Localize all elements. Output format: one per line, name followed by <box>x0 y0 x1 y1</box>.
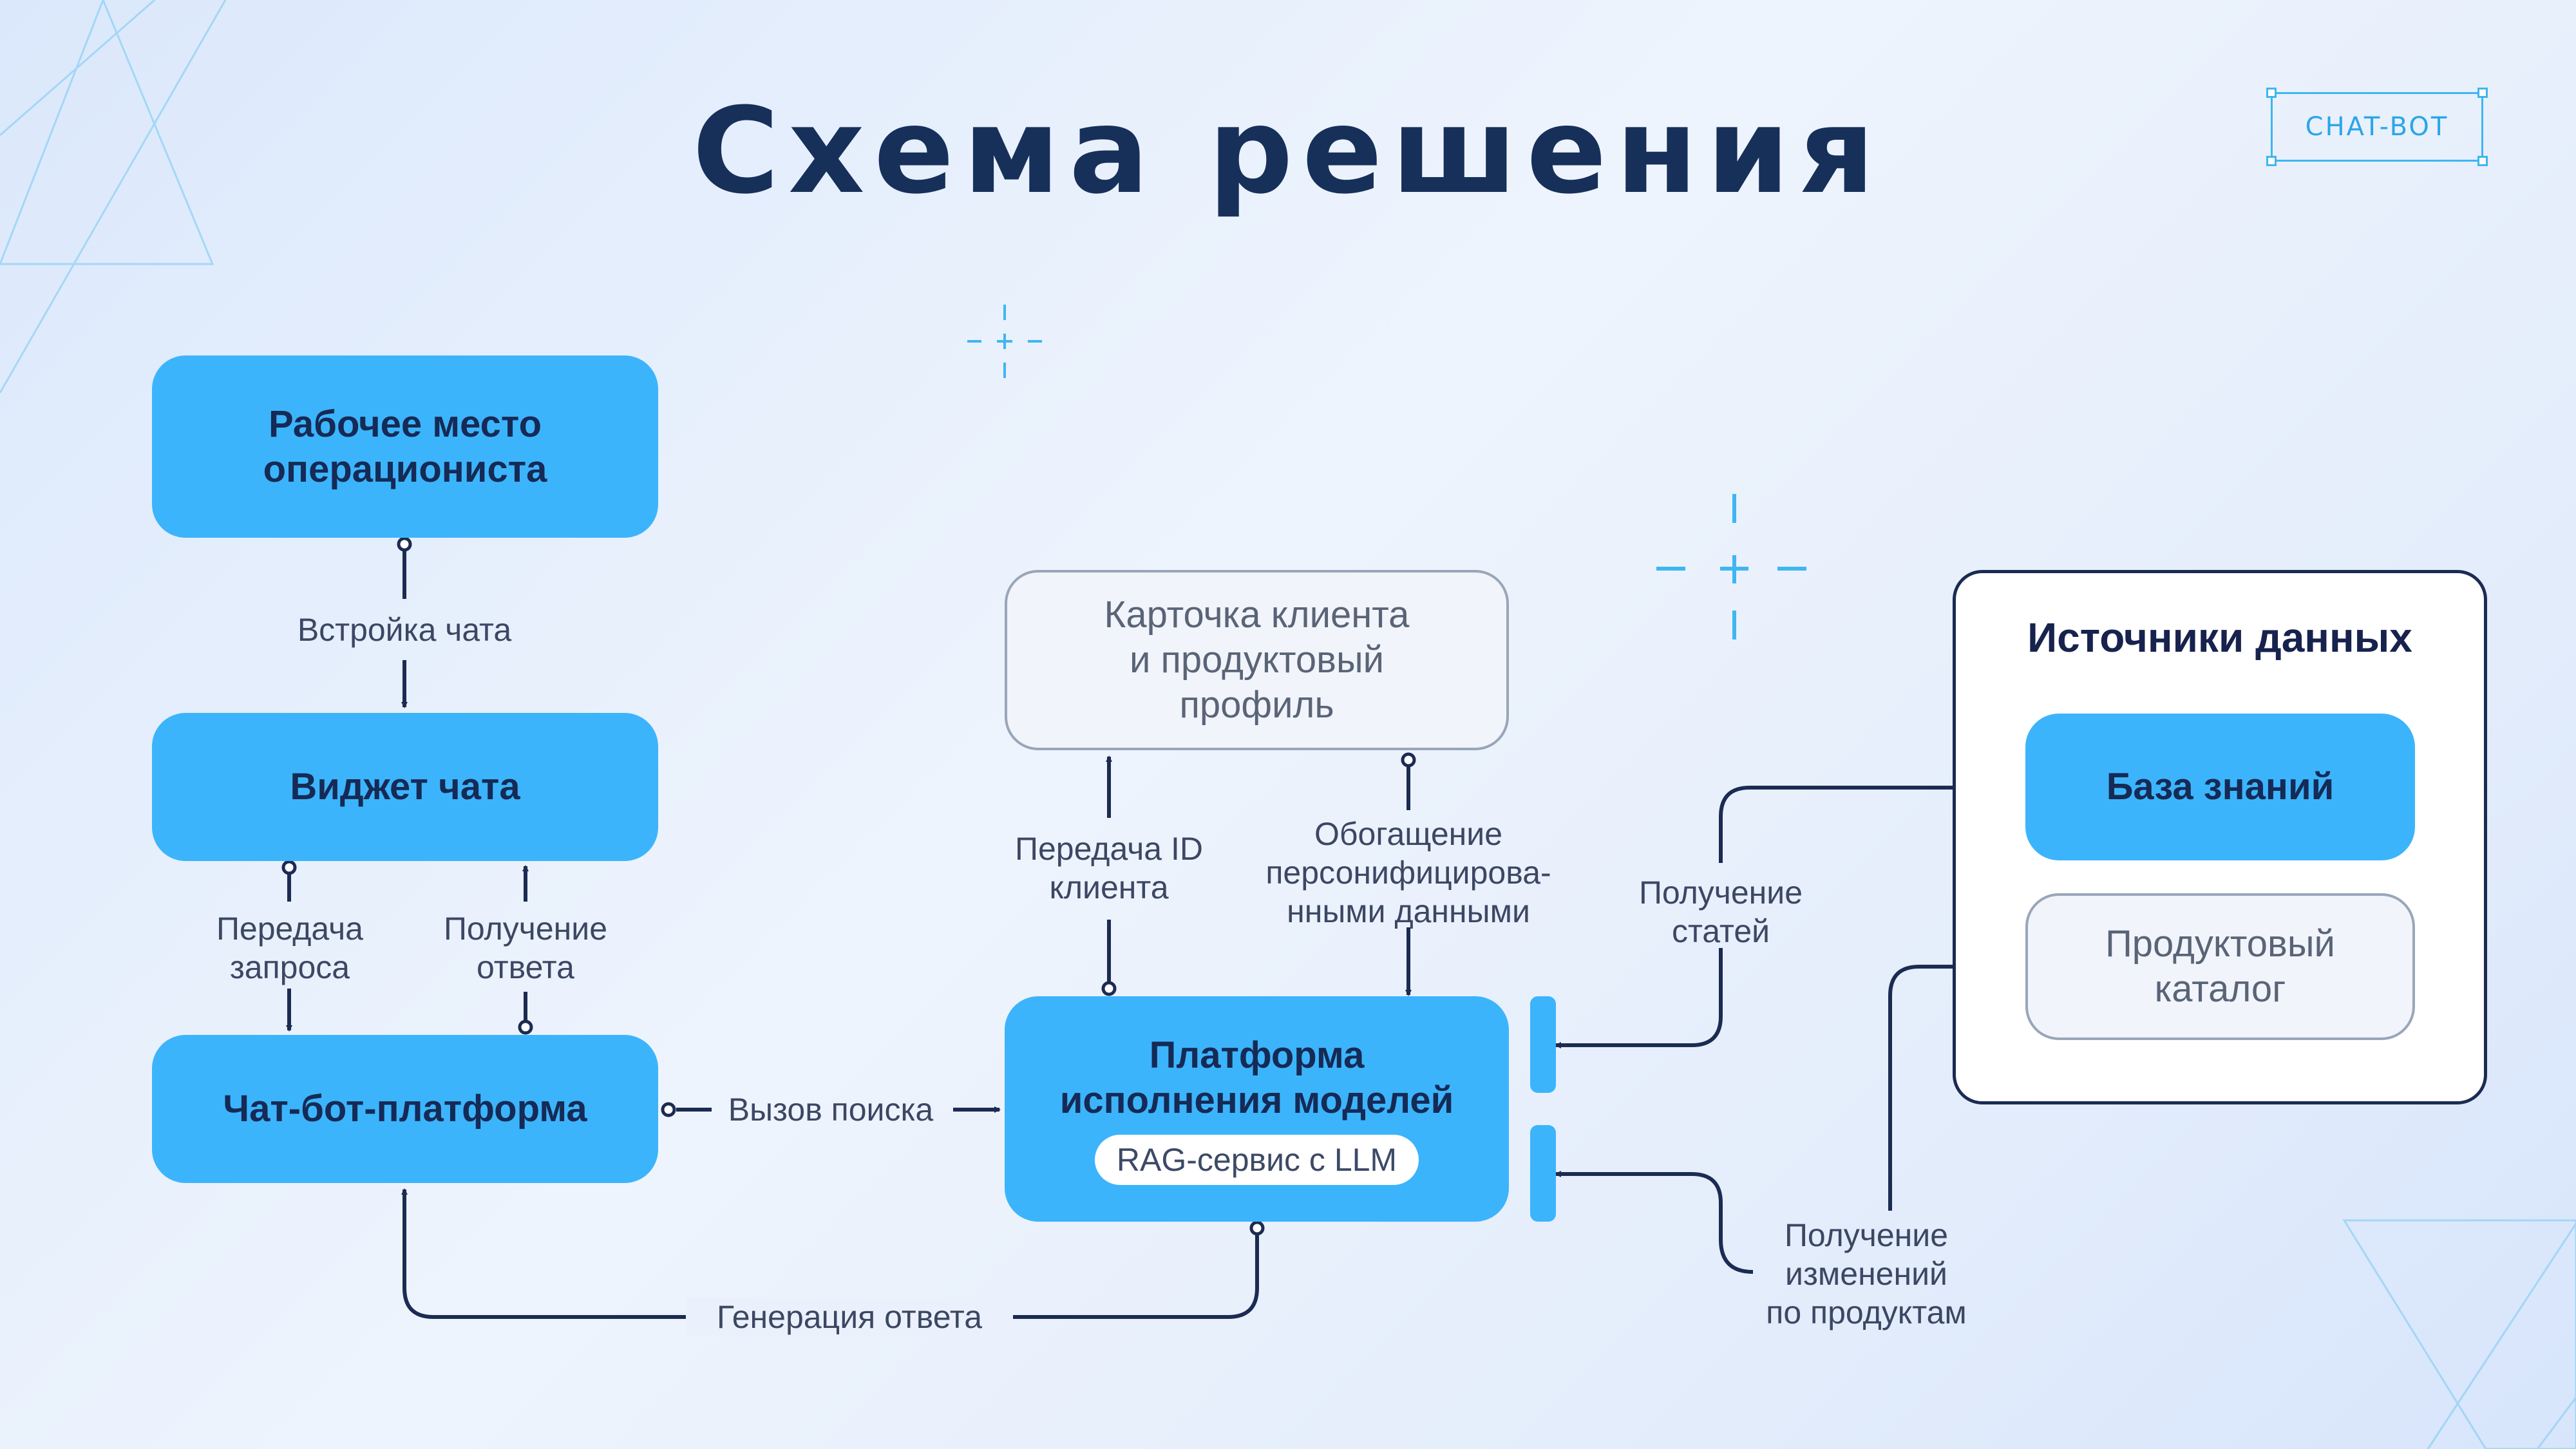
node-knowledge-base[interactable]: База знаний <box>2025 714 2415 860</box>
chat-bot-badge: CHAT-BOT <box>2266 88 2488 166</box>
badge-label: CHAT-BOT <box>2305 112 2449 142</box>
node-workstation[interactable]: Рабочее место операциониста <box>152 355 658 538</box>
input-port-bar <box>1530 1125 1556 1222</box>
label-client-id-transfer: Передача ID клиента <box>1015 831 1203 905</box>
badge-handle <box>2477 156 2488 166</box>
connector-dot <box>1101 981 1117 996</box>
connector-dot <box>281 860 297 875</box>
page-title: Схема решения <box>692 82 1884 220</box>
node-chatbot-platform[interactable]: Чат-бот-платформа <box>152 1035 658 1183</box>
label-search-call: Вызов поиска <box>728 1092 934 1128</box>
label-response-receive: Получение ответа <box>443 911 608 985</box>
node-label: Виджет чата <box>290 766 520 808</box>
node-label: Рабочее место операциониста <box>263 402 547 490</box>
small-crosshair-icon <box>967 305 1042 378</box>
crosshair-icon <box>1656 494 1806 639</box>
badge-handle <box>2477 88 2488 98</box>
edge-response-generation <box>992 1228 1259 1319</box>
input-port-bar <box>1530 996 1556 1093</box>
connector-dot <box>1401 752 1416 768</box>
label-chat-embedding: Встройка чата <box>297 612 512 648</box>
connector-dot <box>518 1019 533 1035</box>
node-label: Платформа исполнения моделей <box>1059 1034 1454 1121</box>
node-chat-widget[interactable]: Виджет чата <box>152 713 658 861</box>
node-model-platform[interactable]: Платформа исполнения моделей RAG-сервис … <box>1005 996 1509 1222</box>
edge-product-changes <box>1555 1171 1754 1274</box>
node-label: Продуктовый каталог <box>2105 923 2335 1010</box>
label-product-changes: Получение изменений по продуктам <box>1766 1217 1967 1331</box>
connector-dot <box>1249 1220 1265 1236</box>
badge-handle <box>2266 156 2277 166</box>
node-label: Карточка клиента и продуктовый профиль <box>1104 594 1410 726</box>
label-request-transfer: Передача запроса <box>216 911 363 985</box>
edge-response-generation <box>401 1188 692 1319</box>
node-label: База знаний <box>2106 766 2334 808</box>
data-sources-title: Источники данных <box>2027 614 2412 661</box>
edge-product-changes <box>1888 963 2027 1211</box>
label-personal-enrichment: Обогащение персонифицирова- нными данным… <box>1265 816 1551 929</box>
connector-dot <box>661 1102 676 1117</box>
node-client-card[interactable]: Карточка клиента и продуктовый профиль <box>1005 570 1509 750</box>
connector-dot <box>397 536 412 552</box>
node-product-catalog[interactable]: Продуктовый каталог <box>2025 893 2415 1040</box>
badge-handle <box>2266 88 2277 98</box>
rag-service-pill: RAG-сервис с LLM <box>1094 1135 1419 1185</box>
edge-articles-receive <box>1555 948 1723 1048</box>
label-articles-receive: Получение статей <box>1638 875 1803 949</box>
node-label: Чат-бот-платформа <box>223 1088 587 1130</box>
label-response-generation: Генерация ответа <box>686 1298 1013 1336</box>
edge-articles-receive <box>1719 784 2027 863</box>
